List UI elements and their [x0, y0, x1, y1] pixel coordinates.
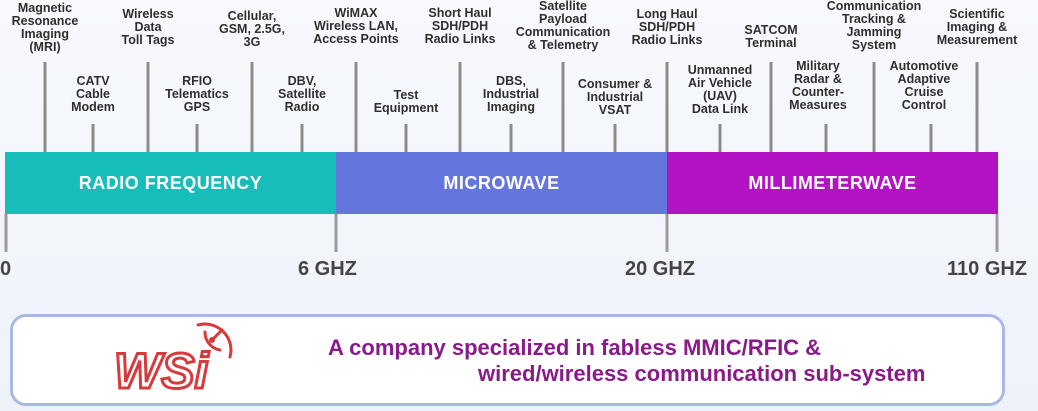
band-microwave: MICROWAVE [336, 152, 667, 214]
app-label-military-radar: Military Radar & Counter- Measures [789, 59, 847, 112]
app-label-rfio: RFIO Telematics GPS [165, 74, 229, 114]
tagline-line-1: A company specialized in fabless MMIC/RF… [328, 335, 822, 360]
app-label-vsat: Consumer & Industrial VSAT [577, 77, 653, 117]
app-label-short-haul: Short Haul SDH/PDH Radio Links [424, 6, 496, 46]
app-tick [769, 62, 773, 152]
app-tick [561, 62, 565, 152]
app-tick [665, 62, 669, 152]
app-label-automotive: Automotive Adaptive Cruise Control [889, 59, 959, 112]
app-label-cellular: Cellular, GSM, 2.5G, 3G [219, 9, 285, 49]
freq-label-0: 0 [0, 258, 12, 280]
app-tick [458, 62, 462, 152]
freq-tick-0 [4, 214, 8, 252]
company-banner [10, 314, 1005, 406]
band-millimeterwave: MILLIMETERWAVE [667, 152, 998, 214]
app-tick [824, 124, 828, 152]
app-label-satcom: SATCOM Terminal [744, 23, 798, 50]
app-tick [613, 124, 617, 152]
freq-label-110ghz: 110 GHZ [947, 258, 1028, 280]
tagline-line-2: wired/wireless communication sub-system [478, 361, 926, 386]
app-label-catv: CATV Cable Modem [71, 74, 115, 114]
app-tick [975, 62, 979, 152]
logo-text: WSi [114, 343, 210, 396]
app-tick [354, 62, 358, 152]
app-label-satellite-payload: Satellite Payload Communication & Teleme… [515, 0, 611, 52]
app-tick [250, 62, 254, 152]
app-tick [872, 62, 876, 152]
app-label-scientific-imaging: Scientific Imaging & Measurement [936, 7, 1018, 47]
logo-mark: WSi [113, 322, 233, 401]
freq-tick-20ghz [665, 214, 669, 252]
app-label-mri: Magnetic Resonance Imaging (MRI) [11, 1, 79, 54]
freq-label-20ghz: 20 GHZ [625, 258, 696, 280]
app-label-dbs: DBS, Industrial Imaging [482, 74, 540, 114]
app-label-test-equipment: Test Equipment [373, 88, 439, 115]
app-tick [91, 124, 95, 152]
app-label-dbv: DBV, Satellite Radio [278, 74, 326, 114]
app-tick [718, 124, 722, 152]
app-tick [929, 124, 933, 152]
app-tick [509, 124, 513, 152]
app-tick [146, 62, 150, 152]
freq-label-6ghz: 6 GHZ [298, 258, 357, 280]
freq-tick-110ghz [995, 214, 999, 252]
band-radio-frequency: RADIO FREQUENCY [5, 152, 336, 214]
app-label-wimax: WiMAX Wireless LAN, Access Points [313, 6, 399, 46]
app-tick [404, 124, 408, 152]
wsi-logo: WSi [110, 322, 235, 401]
app-label-wireless-data: Wireless Data Toll Tags [121, 7, 175, 47]
app-tick [195, 124, 199, 152]
freq-tick-6ghz [334, 214, 338, 252]
app-tick [43, 62, 47, 152]
app-label-long-haul: Long Haul SDH/PDH Radio Links [631, 7, 703, 47]
app-tick [300, 124, 304, 152]
app-label-uav: Unmanned Air Vehicle (UAV) Data Link [687, 63, 753, 116]
app-label-communication-tracking: Communication Tracking & Jamming System [826, 0, 922, 52]
